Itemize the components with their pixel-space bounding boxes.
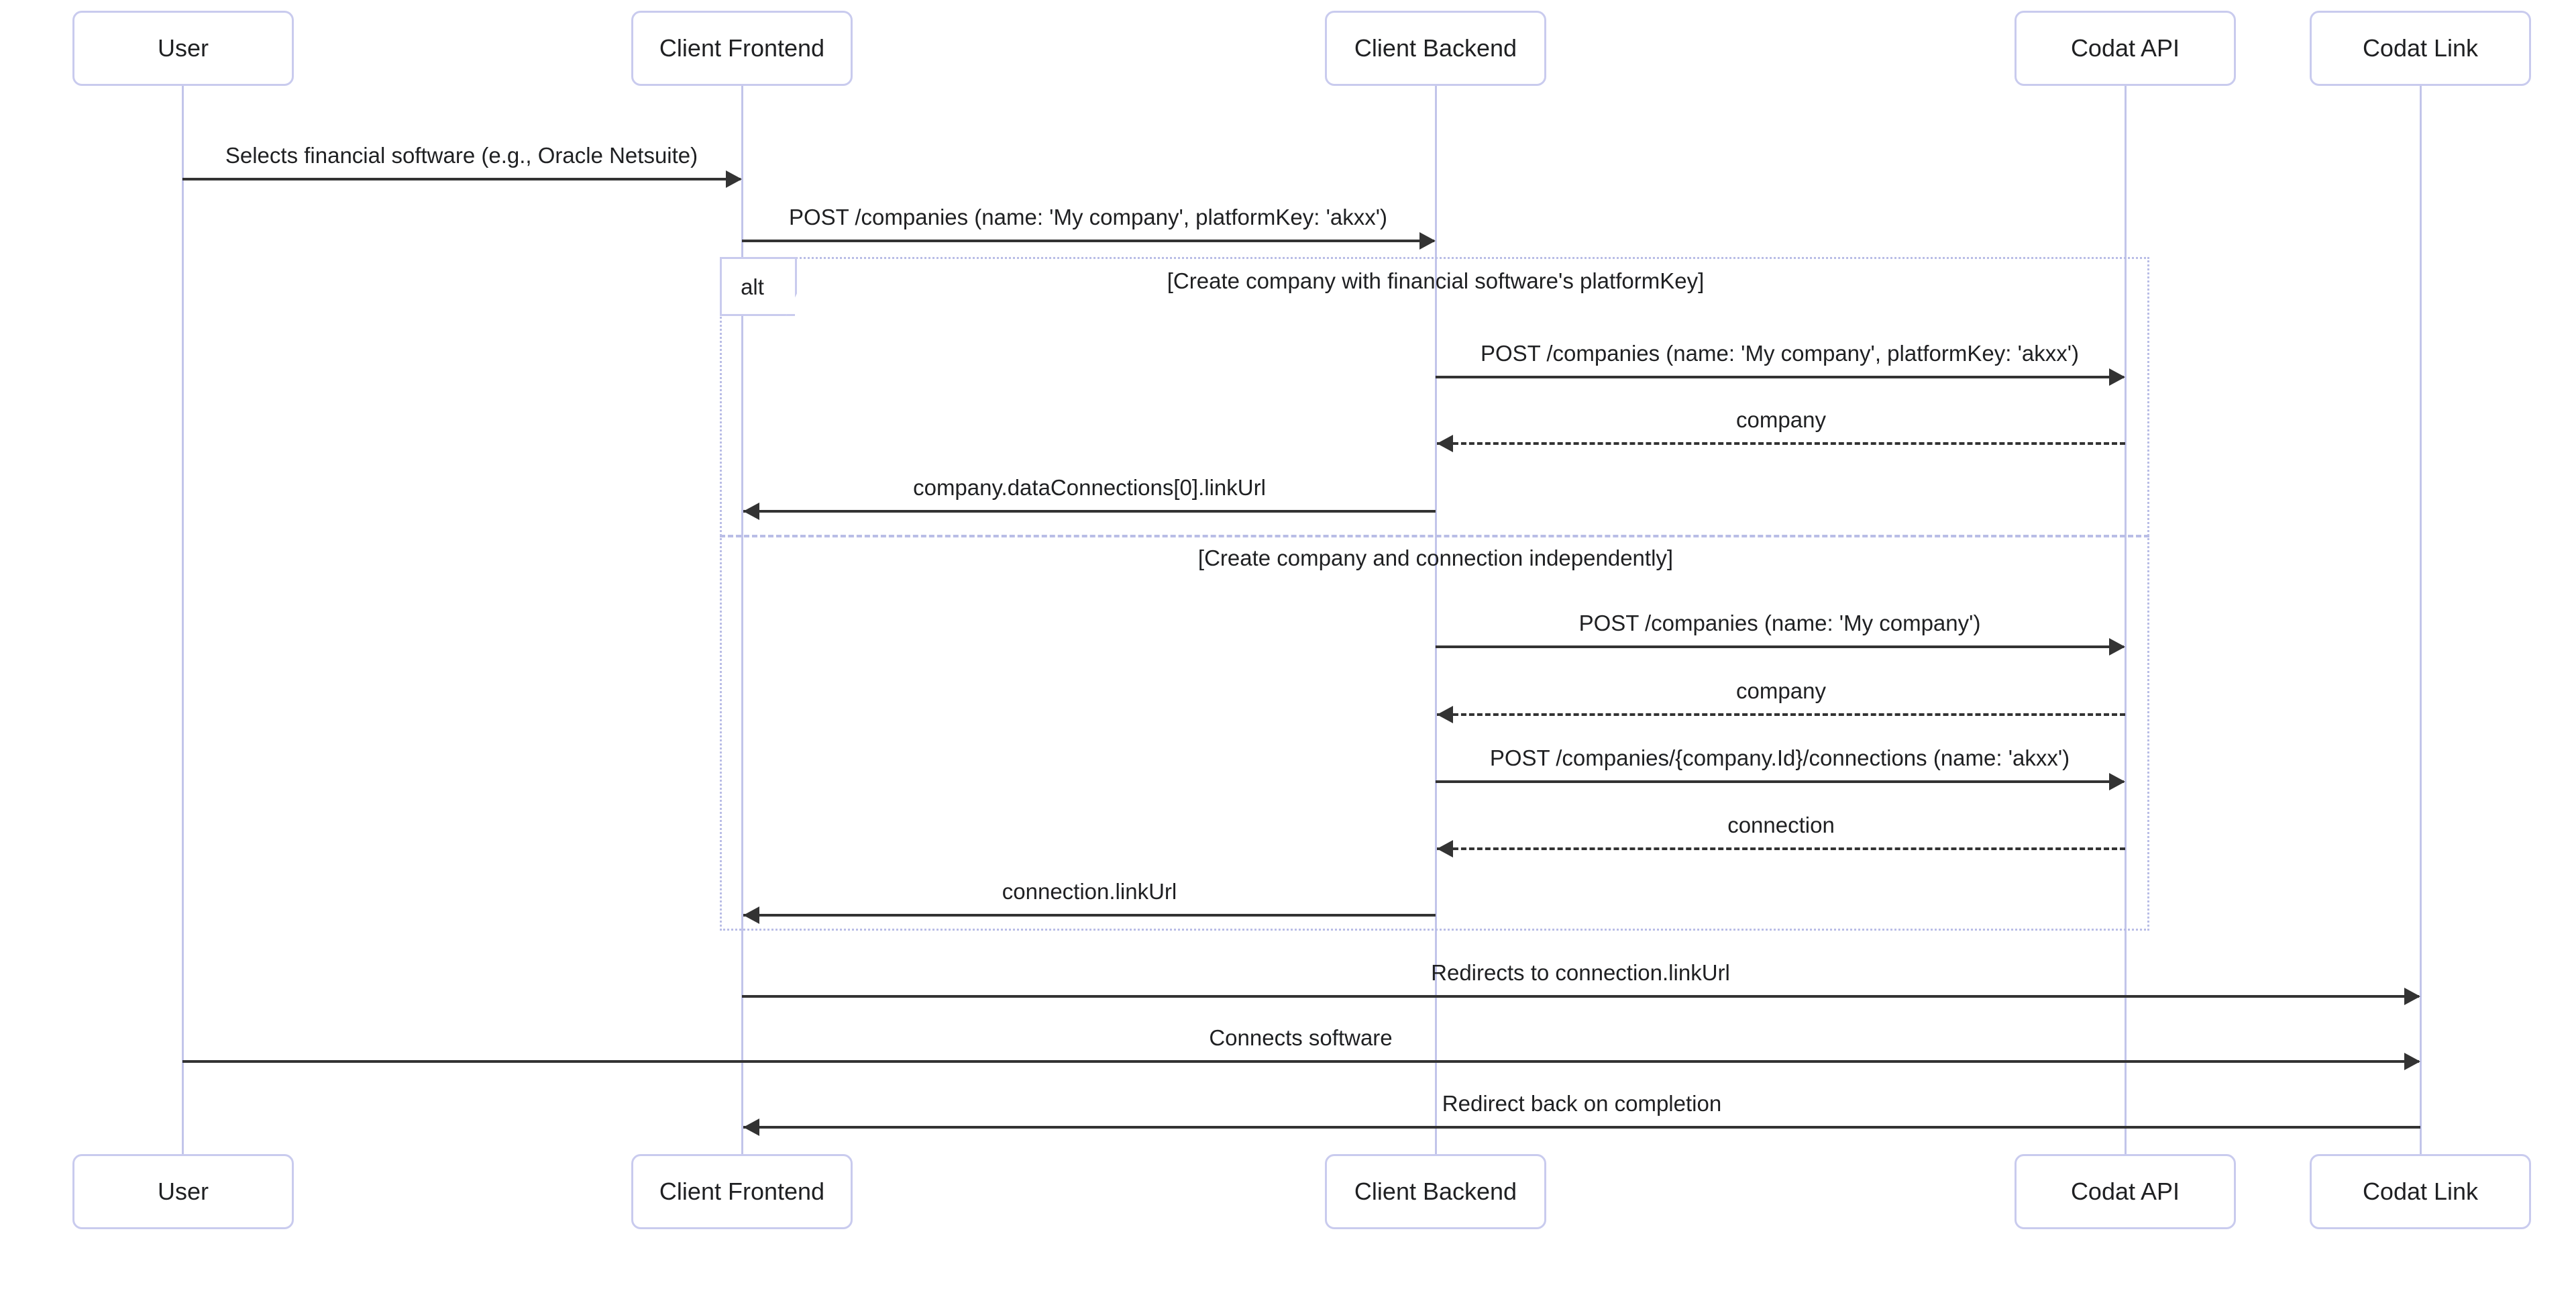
participant-frontend-bottom[interactable]: Client Frontend (631, 1154, 853, 1229)
message-label-m7: company (1736, 678, 1826, 703)
message-label-m3: POST /companies (name: 'My company', pla… (1480, 341, 2080, 366)
message-line-m12 (182, 1060, 2419, 1063)
message-arrowhead-m5 (743, 503, 759, 520)
participant-frontend-top[interactable]: Client Frontend (631, 11, 853, 86)
message-label-m5: company.dataConnections[0].linkUrl (913, 475, 1266, 500)
message-label-m13: Redirect back on completion (1442, 1091, 1722, 1116)
message-arrowhead-m9 (1437, 840, 1453, 858)
participant-link-bottom[interactable]: Codat Link (2310, 1154, 2531, 1229)
participant-link-top[interactable]: Codat Link (2310, 11, 2531, 86)
message-label-m6: POST /companies (name: 'My company') (1578, 611, 1981, 635)
participant-label: Codat API (2070, 34, 2180, 62)
message-line-m6 (1436, 645, 2124, 648)
participant-label: Client Frontend (659, 1178, 825, 1205)
message-label-m12: Connects software (1209, 1025, 1393, 1050)
message-line-m4 (1437, 442, 2125, 445)
alt-section-divider-1 (720, 535, 2149, 537)
participant-label: Codat API (2070, 1178, 2180, 1205)
participant-user-bottom[interactable]: User (72, 1154, 294, 1229)
participant-label: User (157, 1178, 209, 1205)
message-label-m8: POST /companies/{company.Id}/connections… (1489, 745, 2070, 770)
message-arrowhead-m11 (2404, 988, 2420, 1005)
message-arrowhead-m6 (2109, 638, 2125, 656)
message-label-m10: connection.linkUrl (1002, 879, 1177, 904)
participant-label: Client Backend (1354, 1178, 1517, 1205)
message-arrowhead-m3 (2109, 368, 2125, 386)
participant-label: Client Backend (1354, 34, 1517, 62)
message-label-m4: company (1736, 407, 1826, 432)
message-label-m11: Redirects to connection.linkUrl (1431, 960, 1730, 985)
alt-tab-label: alt (741, 274, 764, 299)
message-arrowhead-m7 (1437, 706, 1453, 723)
message-arrowhead-m13 (743, 1119, 759, 1136)
message-arrowhead-m4 (1437, 435, 1453, 452)
participant-api-top[interactable]: Codat API (2015, 11, 2236, 86)
participant-label: Client Frontend (659, 34, 825, 62)
participant-backend-bottom[interactable]: Client Backend (1325, 1154, 1546, 1229)
message-arrowhead-m12 (2404, 1053, 2420, 1070)
message-label-m1: Selects financial software (e.g., Oracle… (225, 143, 698, 168)
message-line-m13 (743, 1126, 2420, 1129)
participant-label: User (157, 34, 209, 62)
participant-backend-top[interactable]: Client Backend (1325, 11, 1546, 86)
message-line-m8 (1436, 780, 2124, 783)
lifeline-user (182, 86, 184, 1154)
message-arrowhead-m2 (1419, 232, 1436, 250)
lifeline-frontend (741, 86, 743, 1154)
message-line-m5 (743, 510, 1436, 513)
alt-condition-label-1: [Create company and connection independe… (1197, 545, 1674, 570)
participant-api-bottom[interactable]: Codat API (2015, 1154, 2236, 1229)
participant-user-top[interactable]: User (72, 11, 294, 86)
message-line-m3 (1436, 376, 2124, 378)
message-line-m10 (743, 914, 1436, 917)
message-line-m7 (1437, 713, 2125, 716)
message-arrowhead-m1 (726, 170, 742, 188)
message-arrowhead-m10 (743, 906, 759, 924)
message-line-m1 (182, 178, 741, 180)
lifeline-api (2125, 86, 2127, 1154)
message-label-m2: POST /companies (name: 'My company', pla… (788, 205, 1388, 229)
alt-fragment-tab: alt (720, 257, 797, 316)
message-line-m9 (1437, 847, 2125, 850)
participant-label: Codat Link (2362, 34, 2479, 62)
message-label-m9: connection (1727, 813, 1835, 837)
participant-label: Codat Link (2362, 1178, 2479, 1205)
message-line-m11 (742, 995, 2419, 998)
alt-condition-label-0: [Create company with financial software'… (1167, 268, 1705, 293)
lifeline-link (2420, 86, 2422, 1154)
lifeline-backend (1435, 86, 1437, 1154)
message-arrowhead-m8 (2109, 773, 2125, 790)
message-line-m2 (742, 240, 1434, 242)
